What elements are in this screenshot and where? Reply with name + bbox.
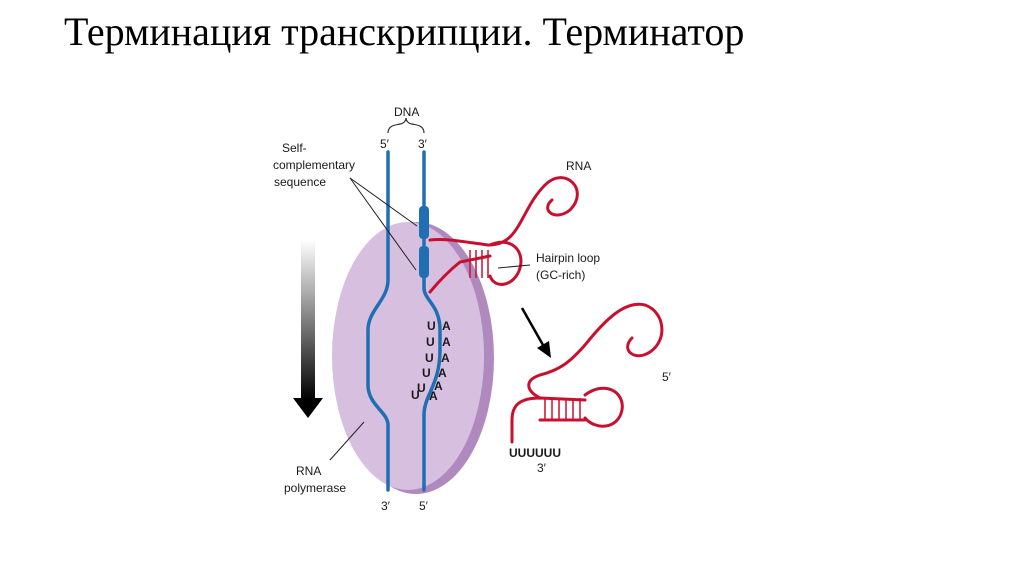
rna-polymerase-label-1: RNA bbox=[296, 464, 321, 478]
released-rna bbox=[510, 302, 664, 444]
dna-coding-strand bbox=[422, 150, 442, 492]
rna-polymerase bbox=[332, 222, 484, 490]
u-base: U bbox=[411, 388, 420, 402]
self-complementary-label-1: Self- bbox=[282, 141, 307, 155]
released-tail-label: UUUUUU bbox=[509, 446, 561, 460]
a-base: A bbox=[442, 335, 451, 349]
hairpin-label-1: Hairpin loop bbox=[536, 251, 600, 265]
a-base: A bbox=[442, 319, 451, 333]
dna-brace bbox=[387, 117, 425, 134]
dna-template-strand bbox=[366, 150, 390, 492]
dna-left-top-label: 5′ bbox=[380, 137, 390, 151]
u-base: U bbox=[425, 351, 434, 365]
dna-label: DNA bbox=[394, 105, 419, 119]
pointer-lines bbox=[329, 177, 531, 461]
u-base: U bbox=[426, 335, 435, 349]
u-base: U bbox=[427, 319, 436, 333]
dna-right-top-label: 3′ bbox=[418, 137, 428, 151]
u-base: U bbox=[422, 366, 431, 380]
rna-polymerase-label-2: polymerase bbox=[284, 481, 346, 495]
a-base: A bbox=[441, 351, 450, 365]
hairpin-stem bbox=[469, 250, 489, 278]
u-bases: U U U U U U bbox=[411, 319, 436, 402]
hairpin-label-2: (GC-rich) bbox=[536, 268, 585, 282]
dna-right-bottom-label: 5′ bbox=[419, 499, 429, 513]
rna-transcript bbox=[428, 176, 579, 294]
self-complementary-blocks bbox=[419, 206, 429, 278]
self-complementary-label-3: sequence bbox=[274, 175, 326, 189]
self-complementary-label-2: complementary bbox=[273, 158, 355, 172]
release-arrow bbox=[520, 307, 551, 358]
dna-strands bbox=[366, 150, 442, 492]
a-base: A bbox=[434, 379, 443, 393]
page-title: Терминация транскрипции. Терминатор bbox=[64, 9, 745, 54]
a-base: A bbox=[429, 389, 438, 403]
released-hairpin-stem bbox=[544, 398, 581, 420]
released-3prime-label: 3′ bbox=[537, 461, 547, 475]
a-bases: A A A A A A bbox=[429, 319, 451, 403]
a-base: A bbox=[438, 366, 447, 380]
direction-arrow bbox=[293, 240, 323, 418]
dna-left-bottom-label: 3′ bbox=[381, 499, 391, 513]
u-base: U bbox=[417, 381, 426, 395]
rna-label: RNA bbox=[566, 159, 591, 173]
released-5prime-label: 5′ bbox=[662, 370, 672, 384]
